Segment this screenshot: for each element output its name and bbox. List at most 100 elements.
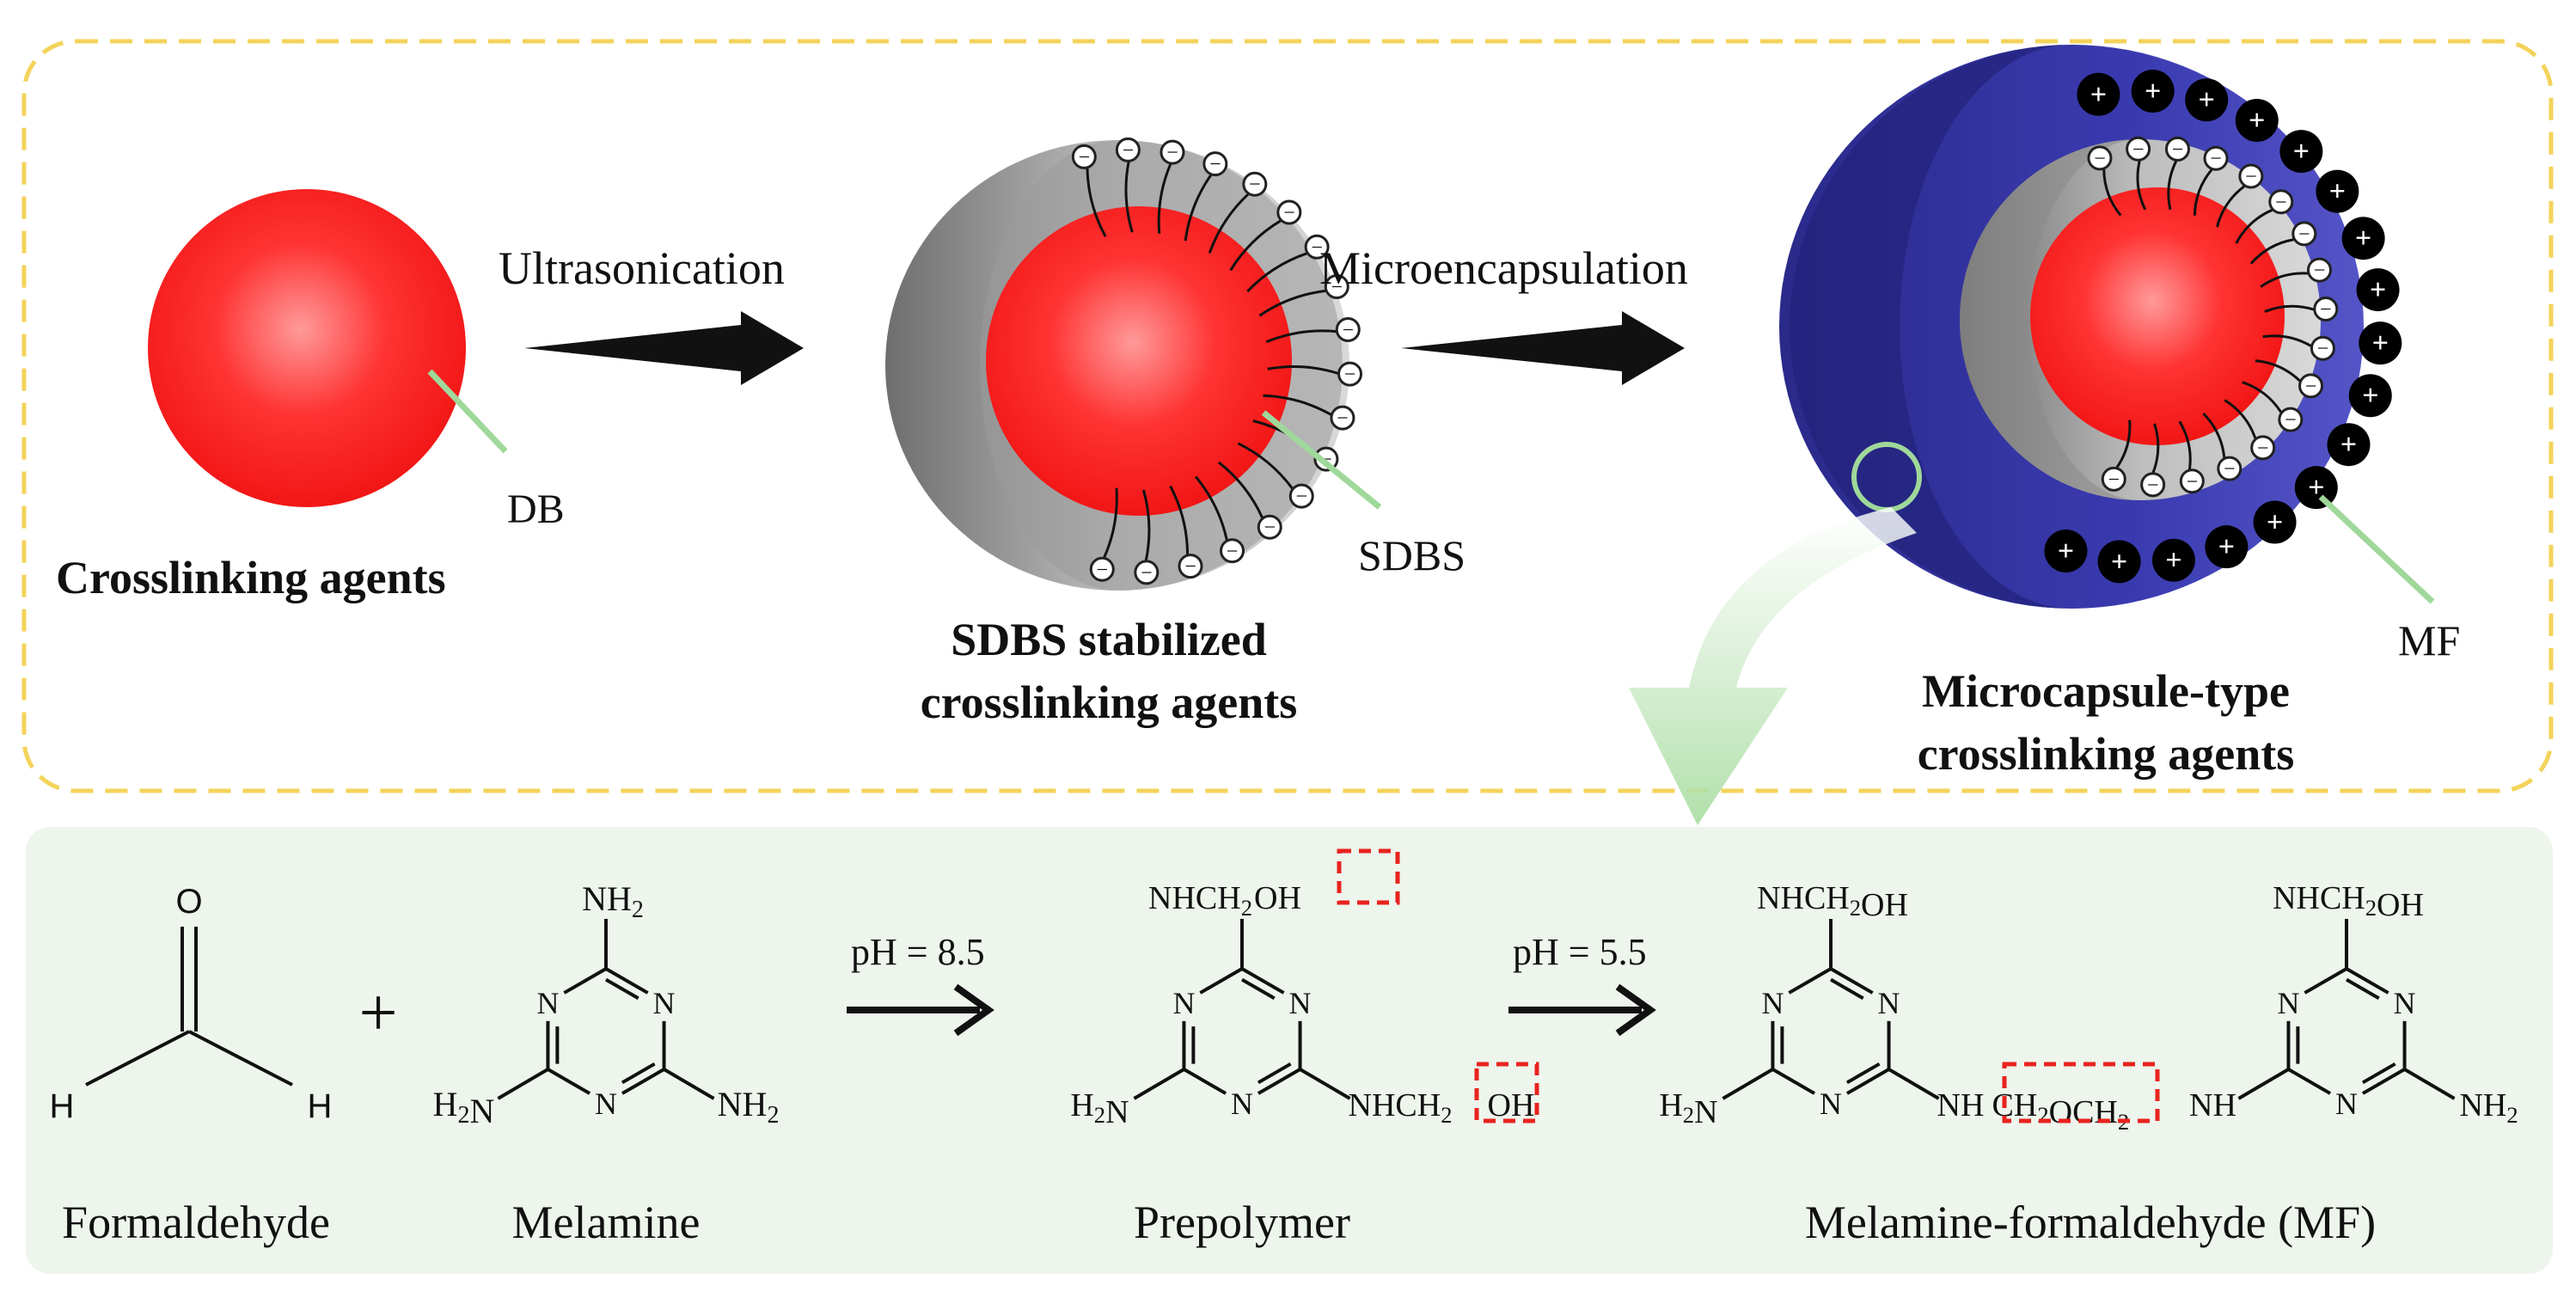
surfactant-tail	[1157, 163, 1172, 235]
surfactant-tail	[1229, 219, 1282, 272]
atom-label: NHCH2OH	[1757, 880, 1908, 923]
surfactant-tail	[2264, 304, 2315, 313]
svg-text:+: +	[2329, 176, 2346, 208]
atom-label: N	[1231, 1087, 1253, 1121]
atom-label: NH2	[718, 1085, 780, 1129]
svg-text:+: +	[2249, 105, 2265, 137]
surfactant-tail	[1195, 475, 1228, 541]
atom-label: N	[536, 986, 559, 1020]
atom-label: N	[1172, 986, 1195, 1020]
surfactant-tail	[1141, 489, 1151, 561]
stage2-title-line1: SDBS stabilized	[951, 614, 1267, 665]
reactant-plus: +	[358, 976, 397, 1051]
anionic-head-icon: −	[1242, 171, 1268, 197]
svg-text:+: +	[2058, 536, 2074, 567]
ph-condition-1: pH = 8.5	[851, 931, 985, 973]
atom-label: N	[2335, 1087, 2358, 1121]
anionic-head-icon: −	[2278, 407, 2304, 432]
atom-label: NH	[2189, 1087, 2236, 1123]
oh-highlight-right	[1474, 1062, 1539, 1123]
svg-text:−: −	[1123, 139, 1135, 162]
formaldehyde-structure	[85, 927, 293, 1087]
surfactant-tail	[2193, 168, 2213, 216]
svg-text:−: −	[2147, 474, 2159, 497]
anionic-head-icon: −	[1288, 483, 1314, 509]
anionic-head-icon: −	[2291, 221, 2317, 247]
surfactant-tail	[2102, 168, 2122, 217]
anionic-head-icon: −	[1330, 405, 1355, 431]
cationic-charge-icon: +	[2044, 529, 2088, 572]
cationic-charge-icon: +	[2205, 525, 2249, 569]
prepolymer-label: Prepolymer	[1134, 1197, 1350, 1248]
svg-text:−: −	[2317, 338, 2329, 360]
cationic-charge-icon: +	[2253, 500, 2297, 544]
svg-text:−: −	[2285, 409, 2297, 432]
atom-label: H2N	[1659, 1087, 1717, 1130]
anionic-head-icon: −	[1160, 139, 1185, 165]
cationic-charge-icon: +	[2294, 466, 2338, 510]
surfactant-tail	[2178, 420, 2192, 470]
anionic-head-icon: −	[1257, 514, 1282, 540]
svg-text:−: −	[1184, 556, 1196, 578]
surfactant-tail	[1263, 394, 1332, 416]
anionic-head-icon: −	[2238, 163, 2264, 189]
mf-callout-line	[2318, 494, 2435, 604]
cationic-charge-icon: +	[2279, 130, 2323, 174]
sdbs-surfactant-layer: −−−−−−−−−−−−−−−−−−	[1071, 137, 1363, 585]
sdbs-callout-label: SDBS	[1358, 531, 1465, 579]
cationic-charge-icon: +	[2341, 217, 2385, 260]
anionic-head-icon: −	[2298, 373, 2324, 399]
atom-label: H2N	[433, 1085, 495, 1130]
anionic-head-icon: −	[2268, 189, 2294, 215]
surfactant-tail	[1169, 485, 1190, 555]
ph-condition-2: pH = 5.5	[1513, 931, 1647, 973]
surfactant-tail	[2235, 208, 2273, 244]
svg-text:−: −	[2305, 376, 2317, 398]
atom-label: NH	[1937, 1087, 1985, 1123]
svg-text:−: −	[2108, 468, 2120, 491]
anionic-head-icon: −	[2101, 466, 2126, 492]
anionic-head-icon: −	[2310, 335, 2335, 361]
formaldehyde-o: O	[175, 883, 202, 921]
svg-text:−: −	[1264, 517, 1276, 539]
stage3-title-line1: Microcapsule-type	[1922, 665, 2290, 717]
anionic-head-icon: −	[1089, 556, 1115, 582]
svg-text:+: +	[2293, 136, 2310, 168]
anionic-head-icon: −	[1276, 199, 1302, 225]
svg-text:+: +	[2370, 274, 2386, 306]
atom-label: OH	[1254, 880, 1301, 916]
svg-text:+: +	[2198, 84, 2214, 116]
surfactant-tail	[1217, 461, 1264, 518]
svg-text:+: +	[2362, 380, 2378, 412]
cationic-charge-icon: +	[2356, 268, 2400, 312]
svg-text:−: −	[2245, 166, 2257, 188]
anionic-head-icon: −	[1335, 317, 1361, 343]
triazine-ring	[1771, 967, 1891, 1095]
anionic-head-icon: −	[1178, 554, 1203, 579]
surfactant-tail	[1258, 289, 1326, 317]
atom-label: NH2	[2459, 1087, 2518, 1128]
svg-text:−: −	[2275, 192, 2287, 214]
reaction-arrow-2	[1508, 983, 1656, 1037]
surfactant-tail	[1265, 329, 1337, 344]
surfactant-tail	[2249, 238, 2294, 265]
stage2-title-line2: crosslinking agents	[921, 676, 1298, 728]
anionic-head-icon: −	[2087, 145, 2113, 171]
atom-label: NH2	[582, 879, 644, 923]
surfactant-tail	[1208, 193, 1250, 254]
microencapsulation-label: Microencapsulation	[1319, 242, 1688, 294]
mf-callout-label: MF	[2398, 616, 2460, 664]
surfactant-tail	[2224, 399, 2257, 439]
atom-label: N	[653, 986, 676, 1020]
svg-text:−: −	[1097, 559, 1109, 581]
surfactant-tail	[1184, 174, 1213, 242]
svg-text:+: +	[2372, 328, 2389, 359]
svg-text:−: −	[1283, 202, 1295, 224]
zoom-arrow	[1629, 507, 1917, 825]
svg-text:−: −	[1227, 541, 1239, 563]
surfactant-tail	[2262, 334, 2312, 347]
cationic-charge-icon: +	[2131, 69, 2175, 113]
anionic-head-icon: −	[2203, 145, 2229, 171]
svg-text:−: −	[1079, 146, 1091, 168]
surfactant-tail	[1124, 162, 1134, 233]
